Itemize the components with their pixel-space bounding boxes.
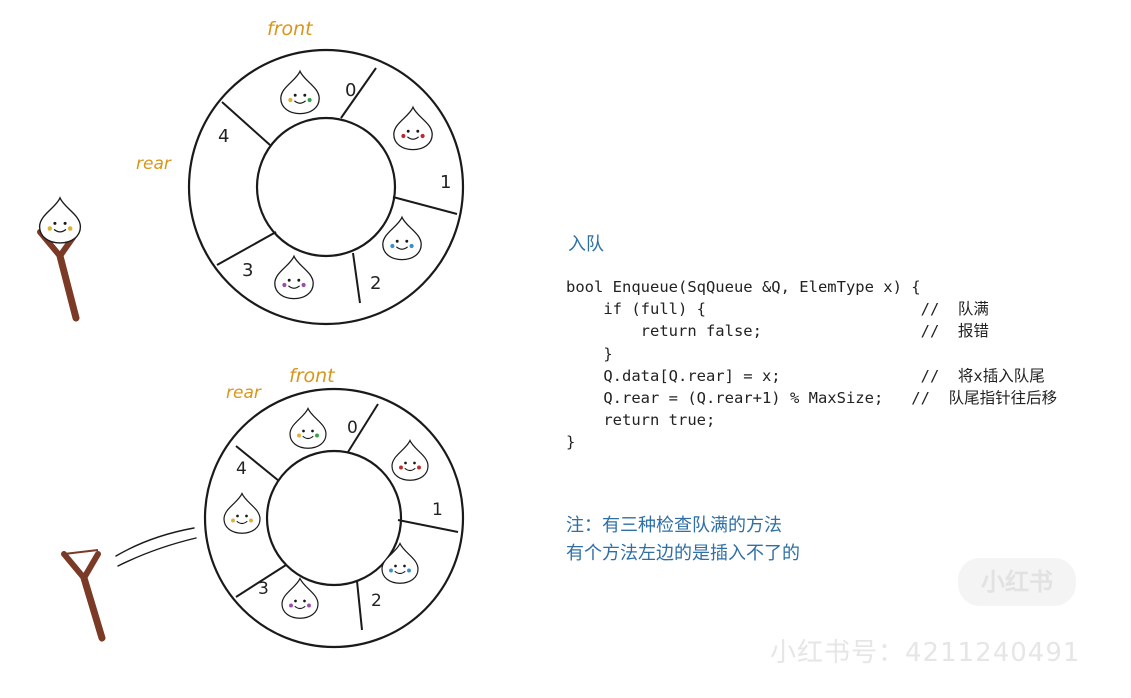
code-line: Q.rear = (Q.rear+1) % MaxSize; // 队尾指针往后… xyxy=(566,389,1058,408)
bottom-slot-labels: 0 1 2 3 4 xyxy=(236,418,443,611)
top-queue-elements xyxy=(274,70,433,300)
drop-icon xyxy=(281,577,319,619)
drop-icon xyxy=(391,439,429,481)
code-line: Q.data[Q.rear] = x; // 将x插入队尾 xyxy=(566,366,1045,385)
code-line: return false; // 报错 xyxy=(566,322,989,341)
slingshot-icon xyxy=(61,549,106,642)
drop-icon xyxy=(223,492,261,534)
code-line: } xyxy=(566,433,576,452)
drop-icon xyxy=(280,70,320,115)
rear-label: rear xyxy=(136,154,172,174)
slot-index-label: 2 xyxy=(371,591,382,611)
slot-index-label: 2 xyxy=(370,273,381,294)
bottom-queue-elements xyxy=(223,407,429,619)
top-slot-labels: 0 1 2 3 4 xyxy=(218,80,451,294)
drop-icon xyxy=(381,542,419,584)
code-line: if (full) { // 队满 xyxy=(566,300,989,319)
code-block: bool Enqueue(SqQueue &Q, ElemType x) { i… xyxy=(566,276,1057,454)
watermark-id: 小红书号：4211240491 xyxy=(770,638,1081,668)
drop-icon xyxy=(289,407,327,449)
code-line: return true; xyxy=(566,411,716,430)
drop-icon xyxy=(393,106,433,151)
top-queue-ring xyxy=(187,48,465,326)
note-line: 有个方法左边的是插入不了的 xyxy=(566,543,800,564)
drop-icon xyxy=(382,216,422,261)
watermark-logo: 小红书 xyxy=(958,558,1076,606)
section-title: 入队 xyxy=(568,234,604,255)
front-label: front xyxy=(267,18,314,40)
rear-label: rear xyxy=(226,383,262,403)
drop-icon xyxy=(274,255,314,300)
slot-index-label: 3 xyxy=(258,579,269,599)
front-label: front xyxy=(289,365,336,387)
motion-lines xyxy=(115,527,197,567)
code-line: bool Enqueue(SqQueue &Q, ElemType x) { xyxy=(566,278,921,296)
drop-icon xyxy=(38,197,82,244)
code-line: } xyxy=(566,344,613,363)
slot-index-label: 4 xyxy=(236,459,247,479)
slot-index-label: 4 xyxy=(218,126,229,147)
slingshot-icon xyxy=(37,229,80,322)
slot-index-label: 1 xyxy=(440,172,451,193)
slot-index-label: 0 xyxy=(345,80,356,101)
slot-index-label: 3 xyxy=(242,260,253,281)
note-line: 注：有三种检查队满的方法 xyxy=(566,515,782,536)
slot-index-label: 0 xyxy=(347,418,358,438)
note: 注：有三种检查队满的方法 有个方法左边的是插入不了的 xyxy=(566,512,800,568)
slot-index-label: 1 xyxy=(432,500,443,520)
